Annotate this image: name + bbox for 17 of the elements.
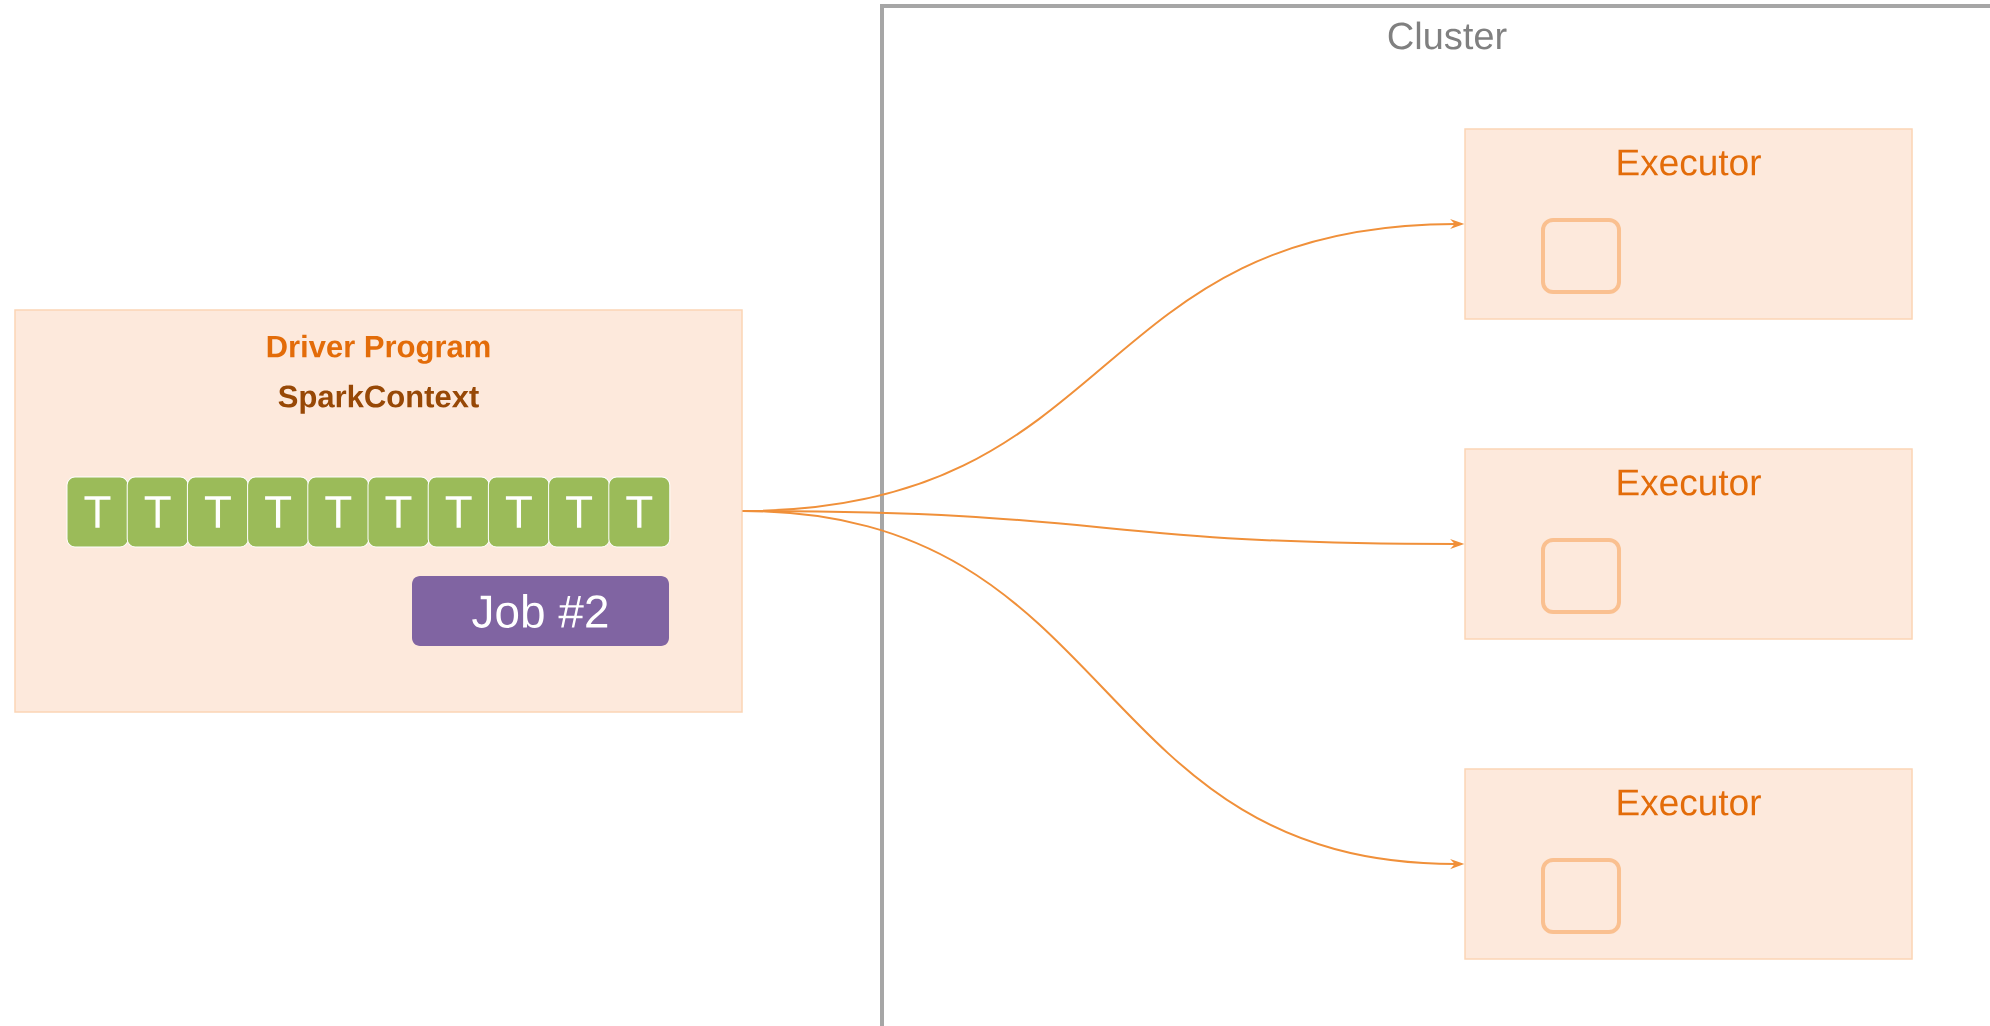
task-box: T <box>66 476 129 548</box>
executor-box: Executor <box>1464 768 1913 960</box>
executor-box: Executor <box>1464 448 1913 640</box>
task-box: T <box>548 476 611 548</box>
task-slot <box>1541 538 1621 614</box>
task-box: T <box>186 476 249 548</box>
task-slot <box>1541 218 1621 294</box>
task-box: T <box>126 476 189 548</box>
task-box: T <box>367 476 430 548</box>
task-box: T <box>608 476 671 548</box>
job-label: Job #2 <box>412 576 669 646</box>
task-box: T <box>427 476 490 548</box>
task-box: T <box>487 476 550 548</box>
task-box: T <box>307 476 370 548</box>
task-box: T <box>247 476 310 548</box>
task-slot <box>1541 858 1621 934</box>
executor-box: Executor <box>1464 128 1913 320</box>
